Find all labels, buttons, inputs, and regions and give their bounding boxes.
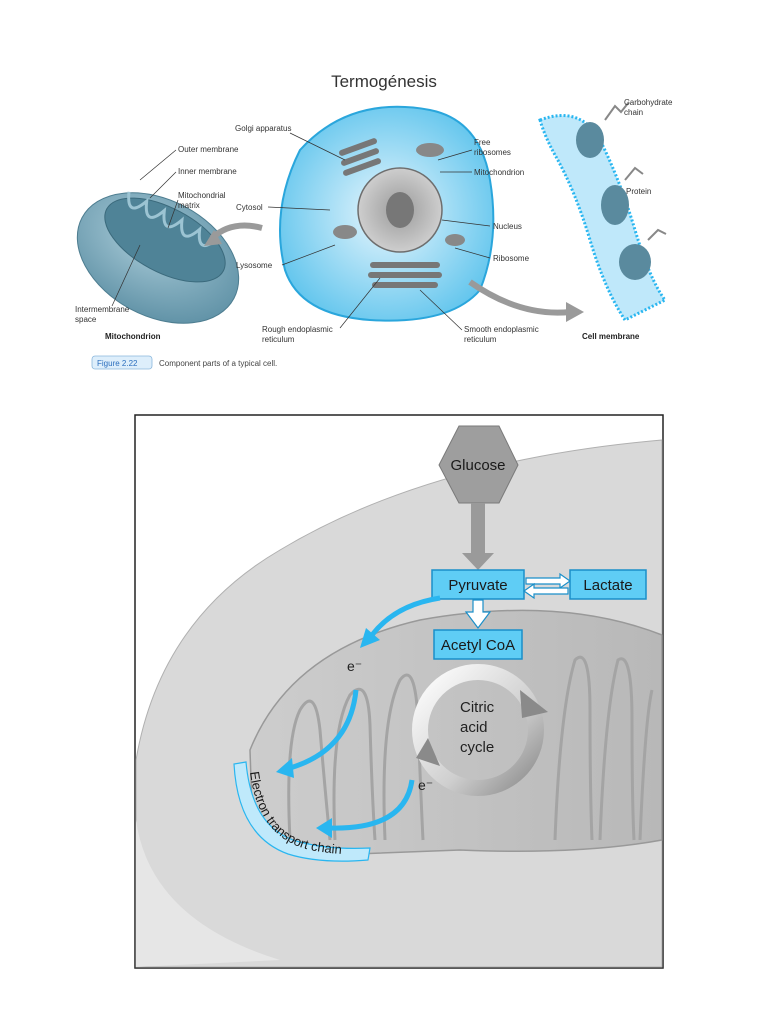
cycle-label-1: Citric: [460, 699, 495, 716]
electron-label-1: e⁻: [347, 658, 362, 674]
pyruvate-lactate-arrows: [522, 572, 572, 600]
figure-caption: Component parts of a typical cell.: [159, 359, 277, 368]
lactate-label: Lactate: [583, 577, 632, 594]
arrow-head-mitochondrion: [204, 230, 222, 246]
label-protein: Protein: [626, 187, 651, 196]
label-intermembrane-1: Intermembrane: [75, 305, 130, 314]
electron-arrows: [276, 595, 441, 838]
label-outer-membrane: Outer membrane: [178, 145, 239, 154]
label-free-ribosomes-1: Free: [474, 138, 491, 147]
label-carbohydrate-2: chain: [624, 108, 643, 117]
pyruvate-to-acetyl-arrow: [464, 599, 492, 629]
cell-components-figure: Outer membrane Inner membrane Mitochondr…: [75, 98, 673, 370]
figure-tag-box: [91, 355, 153, 370]
cycle-label-2: acid: [460, 719, 488, 736]
pyruvate-box: [431, 569, 525, 600]
label-lysosome: Lysosome: [236, 261, 273, 270]
mito-leader-lines: [111, 149, 179, 307]
label-golgi: Golgi apparatus: [235, 124, 291, 133]
label-cell-membrane-caption: Cell membrane: [582, 332, 640, 341]
glucose-hexagon: [438, 425, 519, 504]
label-intermembrane-2: space: [75, 315, 97, 324]
cell-leader-lines: [267, 132, 491, 331]
lower-region: [136, 820, 280, 967]
label-inner-membrane: Inner membrane: [178, 167, 237, 176]
arrow-head-cell-membrane: [566, 302, 584, 322]
label-ribosome: Ribosome: [493, 254, 530, 263]
glucose-arrow-shaft: [471, 503, 485, 553]
label-mitochondrion-caption: Mitochondrion: [105, 332, 161, 341]
pyruvate-label: Pyruvate: [448, 577, 507, 594]
glucose-arrow-head: [462, 553, 494, 570]
label-carbohydrate-1: Carbohydrate: [624, 98, 673, 107]
label-rough-er-1: Rough endoplasmic: [262, 325, 333, 334]
mitochondrion-illustration: [76, 191, 240, 324]
electron-label-2: e⁻: [418, 777, 433, 793]
glucose-label: Glucose: [450, 457, 505, 474]
label-smooth-er-2: reticulum: [464, 335, 497, 344]
label-free-ribosomes-2: ribosomes: [474, 148, 511, 157]
cell-membrane-illustration: [538, 101, 668, 322]
metabolism-diagram: Glucose Pyruvate Lactate Acetyl CoA Citr…: [134, 414, 664, 969]
cell-illustration: [279, 105, 495, 322]
acetyl-coa-label: Acetyl CoA: [441, 637, 515, 654]
label-nucleus: Nucleus: [493, 222, 522, 231]
label-cytosol: Cytosol: [236, 203, 263, 212]
label-mito-matrix-1: Mitochondrial: [178, 191, 226, 200]
figure-tag: Figure 2.22: [97, 359, 138, 368]
electron-transport-chain-band: [233, 761, 371, 862]
label-mito-matrix-2: matrix: [178, 201, 200, 210]
label-smooth-er-1: Smooth endoplasmic: [464, 325, 539, 334]
page-title: Termogénesis: [331, 72, 437, 91]
label-mitochondrion: Mitochondrion: [474, 168, 524, 177]
label-rough-er-2: reticulum: [262, 335, 295, 344]
citric-acid-cycle: [412, 664, 548, 796]
lactate-box: [569, 569, 647, 600]
cycle-label-3: cycle: [460, 739, 494, 756]
acetyl-coa-box: [433, 629, 523, 660]
arrow-to-cell-membrane: [468, 279, 571, 316]
